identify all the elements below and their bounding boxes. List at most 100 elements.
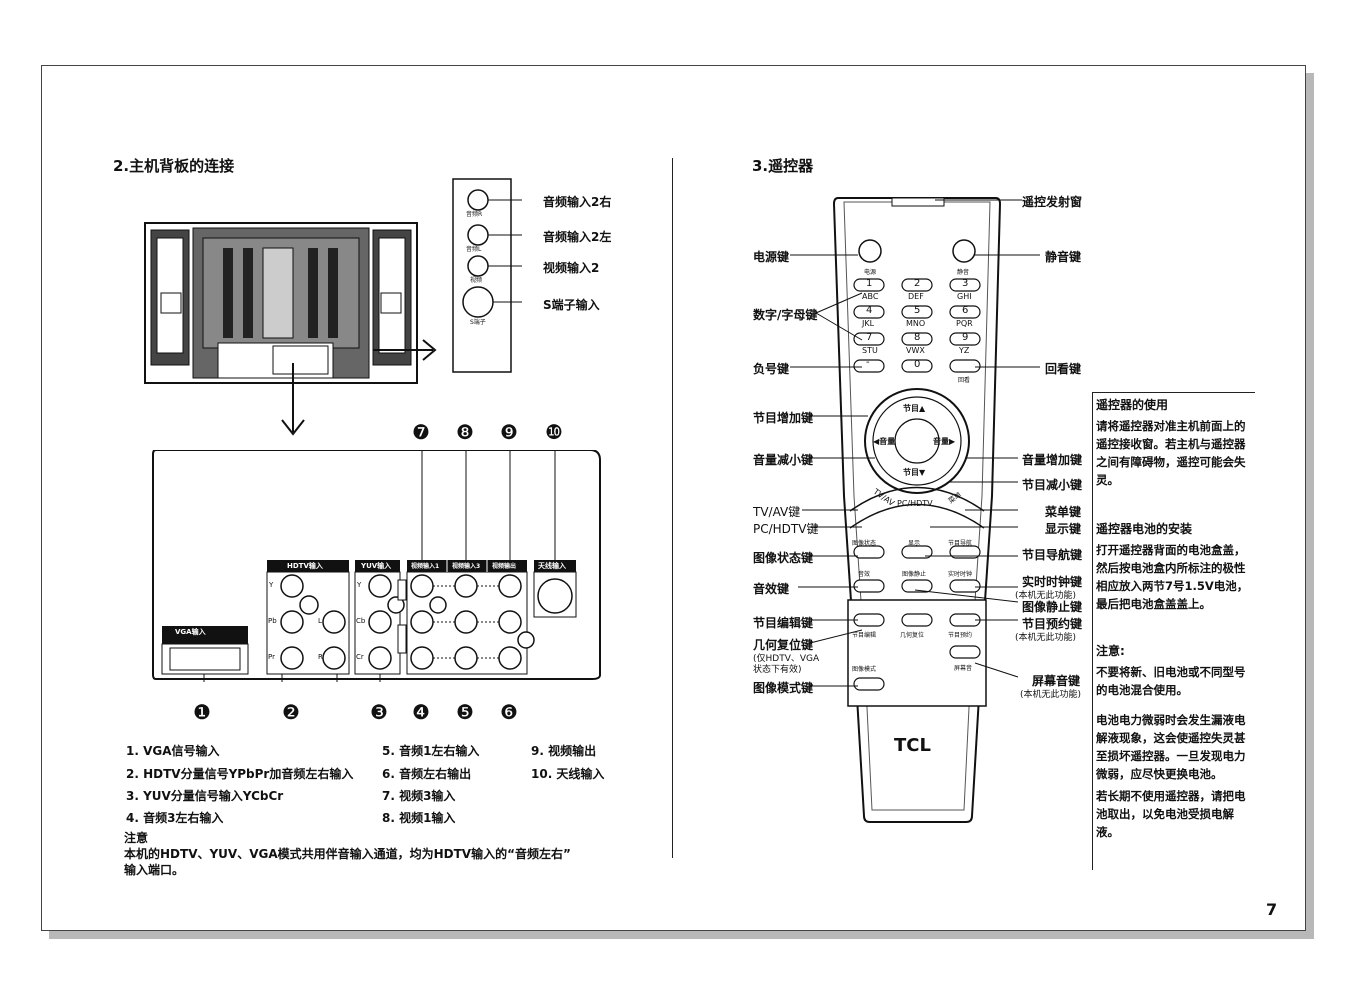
- callout-clock-note: (本机无此功能): [1015, 591, 1077, 601]
- remote-display: 显示: [908, 540, 921, 547]
- remote-nav: 节目导航: [948, 540, 973, 547]
- usage-note-title: 注意:: [1096, 644, 1125, 658]
- callout-screen-sound-note: (本机无此功能): [1020, 690, 1082, 700]
- callout-menu: 菜单键: [1045, 505, 1082, 519]
- label-s-video-in: S端子输入: [543, 298, 600, 312]
- page-number: 7: [1266, 900, 1278, 919]
- callout-mute: 静音键: [1045, 250, 1082, 264]
- jack-number-2: ❷: [282, 700, 300, 724]
- letters-jkl: JKL: [862, 319, 875, 328]
- key-8: 8: [914, 332, 921, 343]
- section-title-remote: 3.遥控器: [752, 157, 814, 175]
- legend-1: 1. VGA信号输入: [126, 744, 220, 758]
- callout-digits: 数字/字母键: [753, 308, 818, 322]
- callout-ir-window: 遥控发射窗: [1022, 195, 1083, 209]
- usage-p2: 打开遥控器背面的电池盒盖，然后按电池盒内所标注的极性相应放入两节7号1.5V电池…: [1096, 543, 1249, 611]
- nav-ch-up: 节目▲: [903, 404, 926, 413]
- callout-ch-up: 节目增加键: [753, 411, 814, 425]
- callout-tvav: TV/AV键: [753, 505, 801, 519]
- callout-preset-note: (本机无此功能): [1015, 633, 1077, 643]
- legend-2: 2. HDTV分量信号YPbPr加音频左右输入: [126, 767, 354, 781]
- jack-mark-r: 音频R: [466, 211, 483, 218]
- letters-vwx: VWX: [906, 346, 925, 355]
- label-audio-in2-right: 音频输入2右: [543, 195, 612, 209]
- callout-nav: 节目导航键: [1022, 548, 1083, 562]
- nav-vol-right: 音量▶: [933, 437, 956, 446]
- av3-label: 视频输出: [492, 563, 517, 570]
- av1-label: 视频输入1: [411, 563, 440, 570]
- yuv-y: Y: [357, 581, 362, 589]
- key-9: 9: [962, 332, 969, 343]
- usage-p1: 请将遥控器对准主机前面上的遥控接收窗。若主机与遥控器之间有障碍物，遥控可能会失灵…: [1096, 419, 1246, 487]
- yuv-cr: Cr: [356, 653, 364, 661]
- legend-5: 5. 音频1左右输入: [382, 744, 480, 758]
- callout-geo: 几何复位键: [753, 638, 814, 652]
- callout-pic-state: 图像状态键: [753, 551, 814, 565]
- callout-sound: 音效键: [753, 582, 790, 596]
- remote-control-illustration: [832, 197, 1002, 823]
- legend-4: 4. 音频3左右输入: [126, 811, 224, 825]
- callout-minus: 负号键: [753, 362, 790, 376]
- legend-8: 8. 视频1输入: [382, 811, 456, 825]
- callout-pic-mode: 图像模式键: [753, 681, 814, 695]
- jack-mark-video: 视频: [470, 277, 483, 284]
- jack-mark-l: 音频L: [466, 246, 482, 253]
- jack-number-5: ❺: [456, 700, 474, 724]
- key-5: 5: [914, 305, 921, 316]
- note-body-1: 本机的HDTV、YUV、VGA模式共用伴音输入通道，均为HDTV输入的“音频左右…: [124, 847, 571, 861]
- jack-number-7: ❼: [412, 420, 430, 444]
- usage-panel: 遥控器的使用 请将遥控器对准主机前面上的遥控接收窗。若主机与遥控器之间有障碍物，…: [1092, 392, 1255, 841]
- callout-preset: 节目预约键: [1022, 617, 1083, 631]
- remote-screen-sound: 屏幕音: [954, 665, 973, 672]
- jack-panel-illustration: [152, 450, 601, 682]
- jack-number-3: ❸: [370, 700, 388, 724]
- letters-mno: MNO: [906, 319, 926, 328]
- callout-pchdtv: PC/HDTV键: [753, 522, 819, 536]
- remote-clock: 实时时钟: [948, 571, 973, 578]
- callout-geo-note-1: (仅HDTV、VGA: [753, 654, 820, 664]
- down-arrow: [281, 370, 305, 436]
- jack-mark-s: S端子: [470, 319, 486, 326]
- audio-r: R: [318, 653, 323, 661]
- legend-7: 7. 视频3输入: [382, 789, 456, 803]
- remote-pchdtv: PC/HDTV: [897, 499, 933, 508]
- label-video-in2: 视频输入2: [543, 261, 600, 275]
- vga-in-label: VGA输入: [175, 628, 206, 636]
- callout-lines: [790, 199, 1040, 687]
- callout-power: 电源键: [753, 250, 790, 264]
- callout-vol-up: 音量增加键: [1022, 453, 1083, 467]
- jack-number-9: ❾: [500, 420, 518, 444]
- legend-6: 6. 音频左右输出: [382, 767, 472, 781]
- usage-p4: 电池电力微弱时会发生漏液电解液现象，这会使遥控失灵甚至损坏遥控器。一旦发现电力微…: [1096, 713, 1246, 781]
- remote-freeze: 图像静止: [902, 571, 927, 578]
- jack-number-8: ❽: [456, 420, 474, 444]
- key-recall: 回看: [958, 377, 971, 384]
- yuv-cb: Cb: [356, 617, 366, 625]
- remote-geo: 几何复位: [900, 632, 925, 639]
- hdtv-pr: Pr: [268, 653, 275, 661]
- callout-display: 显示键: [1045, 522, 1082, 536]
- remote-pic-mode: 图像模式: [852, 666, 877, 673]
- remote-brand-logo: TCL: [894, 735, 931, 756]
- letters-pqr: PQR: [956, 319, 973, 328]
- label-audio-in2-left: 音频输入2左: [543, 230, 612, 244]
- column-divider: [672, 158, 673, 858]
- key-7: 7: [866, 332, 873, 343]
- remote-power-label: 电源: [864, 269, 877, 276]
- callout-recall: 回看键: [1045, 362, 1082, 376]
- hdtv-in-label: HDTV输入: [287, 562, 323, 570]
- audio-l: L: [318, 617, 322, 625]
- legend-3: 3. YUV分量信号输入YCbCr: [126, 789, 284, 803]
- key-2: 2: [914, 278, 921, 289]
- key-6: 6: [962, 305, 969, 316]
- remote-edit: 节目编辑: [852, 632, 877, 639]
- section-title-back-panel: 2.主机背板的连接: [113, 157, 235, 175]
- legend-9: 9. 视频输出: [531, 744, 597, 758]
- key-0: 0: [914, 359, 921, 370]
- callout-geo-note-2: 状态下有效): [753, 665, 802, 675]
- usage-title: 遥控器的使用: [1092, 392, 1255, 413]
- callout-vol-down: 音量减小键: [753, 453, 814, 467]
- letters-stu: STU: [862, 346, 878, 355]
- usage-p3: 不要将新、旧电池或不同型号的电池混合使用。: [1096, 665, 1246, 697]
- jack-number-4: ❹: [412, 700, 430, 724]
